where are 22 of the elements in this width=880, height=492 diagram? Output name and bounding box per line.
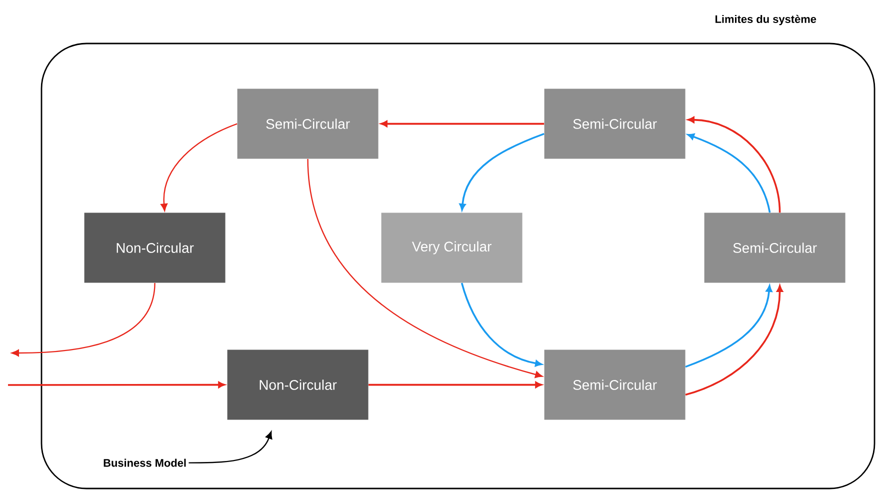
arrow: [460, 282, 542, 367]
arrow: [380, 120, 544, 127]
arrow: [685, 285, 772, 368]
boundary-heading: Limites du système: [716, 14, 816, 26]
arrow: [368, 382, 542, 388]
arrow: [459, 132, 544, 210]
process-box: Semi-Circular: [237, 88, 378, 159]
process-box: Semi-Circular: [704, 212, 846, 283]
annotation-text: Business Model: [104, 458, 186, 467]
arrow: [688, 134, 771, 213]
arrow: [160, 123, 238, 212]
arrow: [688, 116, 781, 213]
process-box: Non-Circular: [227, 350, 368, 420]
process-box: Non-Circular: [84, 212, 226, 283]
arrow: [307, 158, 543, 378]
process-box: Semi-Circular: [544, 350, 686, 420]
process-box: Very Circular: [381, 212, 522, 283]
arrow: [685, 285, 783, 396]
arrow: [8, 382, 225, 388]
process-box: Semi-Circular: [544, 88, 686, 159]
arrow: [12, 282, 156, 356]
arrow: [188, 431, 272, 464]
